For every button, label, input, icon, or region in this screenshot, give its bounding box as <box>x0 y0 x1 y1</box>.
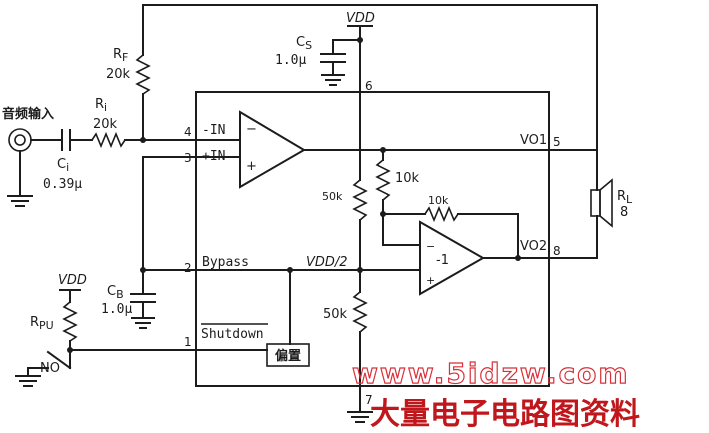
ci-value-label: 0.39μ <box>43 177 82 192</box>
r50k-top <box>352 179 368 221</box>
pin1-label: 1 <box>184 335 192 349</box>
pin8-wire <box>548 215 598 259</box>
r10k-b <box>424 205 459 223</box>
bias-block-label: 偏置 <box>275 348 301 364</box>
opamp-1 <box>239 110 306 189</box>
top-feedback-wire <box>142 4 598 191</box>
vo2-label: VO2 <box>520 239 547 254</box>
pin4-label: 4 <box>184 125 192 139</box>
ri-resistor <box>91 131 126 149</box>
shutdown-label: Shutdown <box>201 327 264 342</box>
cs-name-label: CS <box>296 35 312 52</box>
speaker-body <box>590 189 601 217</box>
rf-resistor <box>135 54 151 95</box>
junction-rf <box>140 137 146 143</box>
r10k-a-label: 10k <box>395 171 420 186</box>
ic-outline <box>195 91 550 387</box>
cb-name-label: CB <box>107 284 124 301</box>
rf-value-label: 20k <box>106 67 131 82</box>
opamp1-plus: + <box>246 159 257 174</box>
cs-value-label: 1.0μ <box>275 53 306 68</box>
ri-name-label: Ri <box>95 97 107 114</box>
r50k-b-label: 50k <box>323 307 348 322</box>
input-jack-inner <box>14 134 26 146</box>
junction-vddhalf <box>357 267 363 273</box>
pin7-label: 7 <box>365 393 373 407</box>
pin5-label: 5 <box>553 135 561 149</box>
ri-value-label: 20k <box>93 117 118 132</box>
r10k-a <box>375 159 391 201</box>
opamp1-minus: − <box>246 122 257 137</box>
rl-name-label: RL <box>617 189 633 206</box>
opamp2-gain: -1 <box>436 253 449 268</box>
vdd-left-label: VDD <box>58 273 87 288</box>
junction-vo2 <box>515 255 521 261</box>
opamp2-minus: − <box>426 240 435 253</box>
opamp2-plus: + <box>426 274 435 287</box>
vdd-top-label: VDD <box>346 11 375 26</box>
rpu-name-label: RPU <box>30 315 54 332</box>
r50k-a-label: 50k <box>322 190 343 203</box>
junction-cs <box>357 37 363 43</box>
neg-in-label: -IN <box>202 123 225 138</box>
no-label: NO <box>40 361 60 376</box>
fb-right-wire <box>457 213 519 259</box>
opamp-2 <box>419 220 486 296</box>
rl-value-label: 8 <box>620 205 628 220</box>
rf-name-label: RF <box>113 47 128 64</box>
vo1-label: VO1 <box>520 133 547 148</box>
watermark-url: www.5idzw.com <box>352 357 630 390</box>
pin2-label: 2 <box>184 261 192 275</box>
r10k-b-label: 10k <box>428 194 449 207</box>
r50k-bottom <box>352 291 368 333</box>
speaker-cone <box>599 178 613 228</box>
switch-lever <box>46 350 72 370</box>
rpu-resistor <box>62 301 78 342</box>
input-label: 音频输入 <box>2 106 54 122</box>
watermark-text: 大量电子电路图资料 <box>370 397 640 432</box>
input-jack-outer <box>8 128 32 152</box>
pos-in-label: +IN <box>202 149 225 164</box>
pin6-label: 6 <box>365 79 373 93</box>
pos-in-wire <box>142 156 197 271</box>
cb-value-label: 1.0μ <box>101 302 132 317</box>
bias-block <box>266 343 310 367</box>
vdd-half-label: VDD/2 <box>306 255 348 270</box>
pin3-label: 3 <box>184 151 192 165</box>
bypass-label: Bypass <box>202 255 249 270</box>
pin8-label: 8 <box>553 244 561 258</box>
ci-name-label: Ci <box>57 157 69 174</box>
